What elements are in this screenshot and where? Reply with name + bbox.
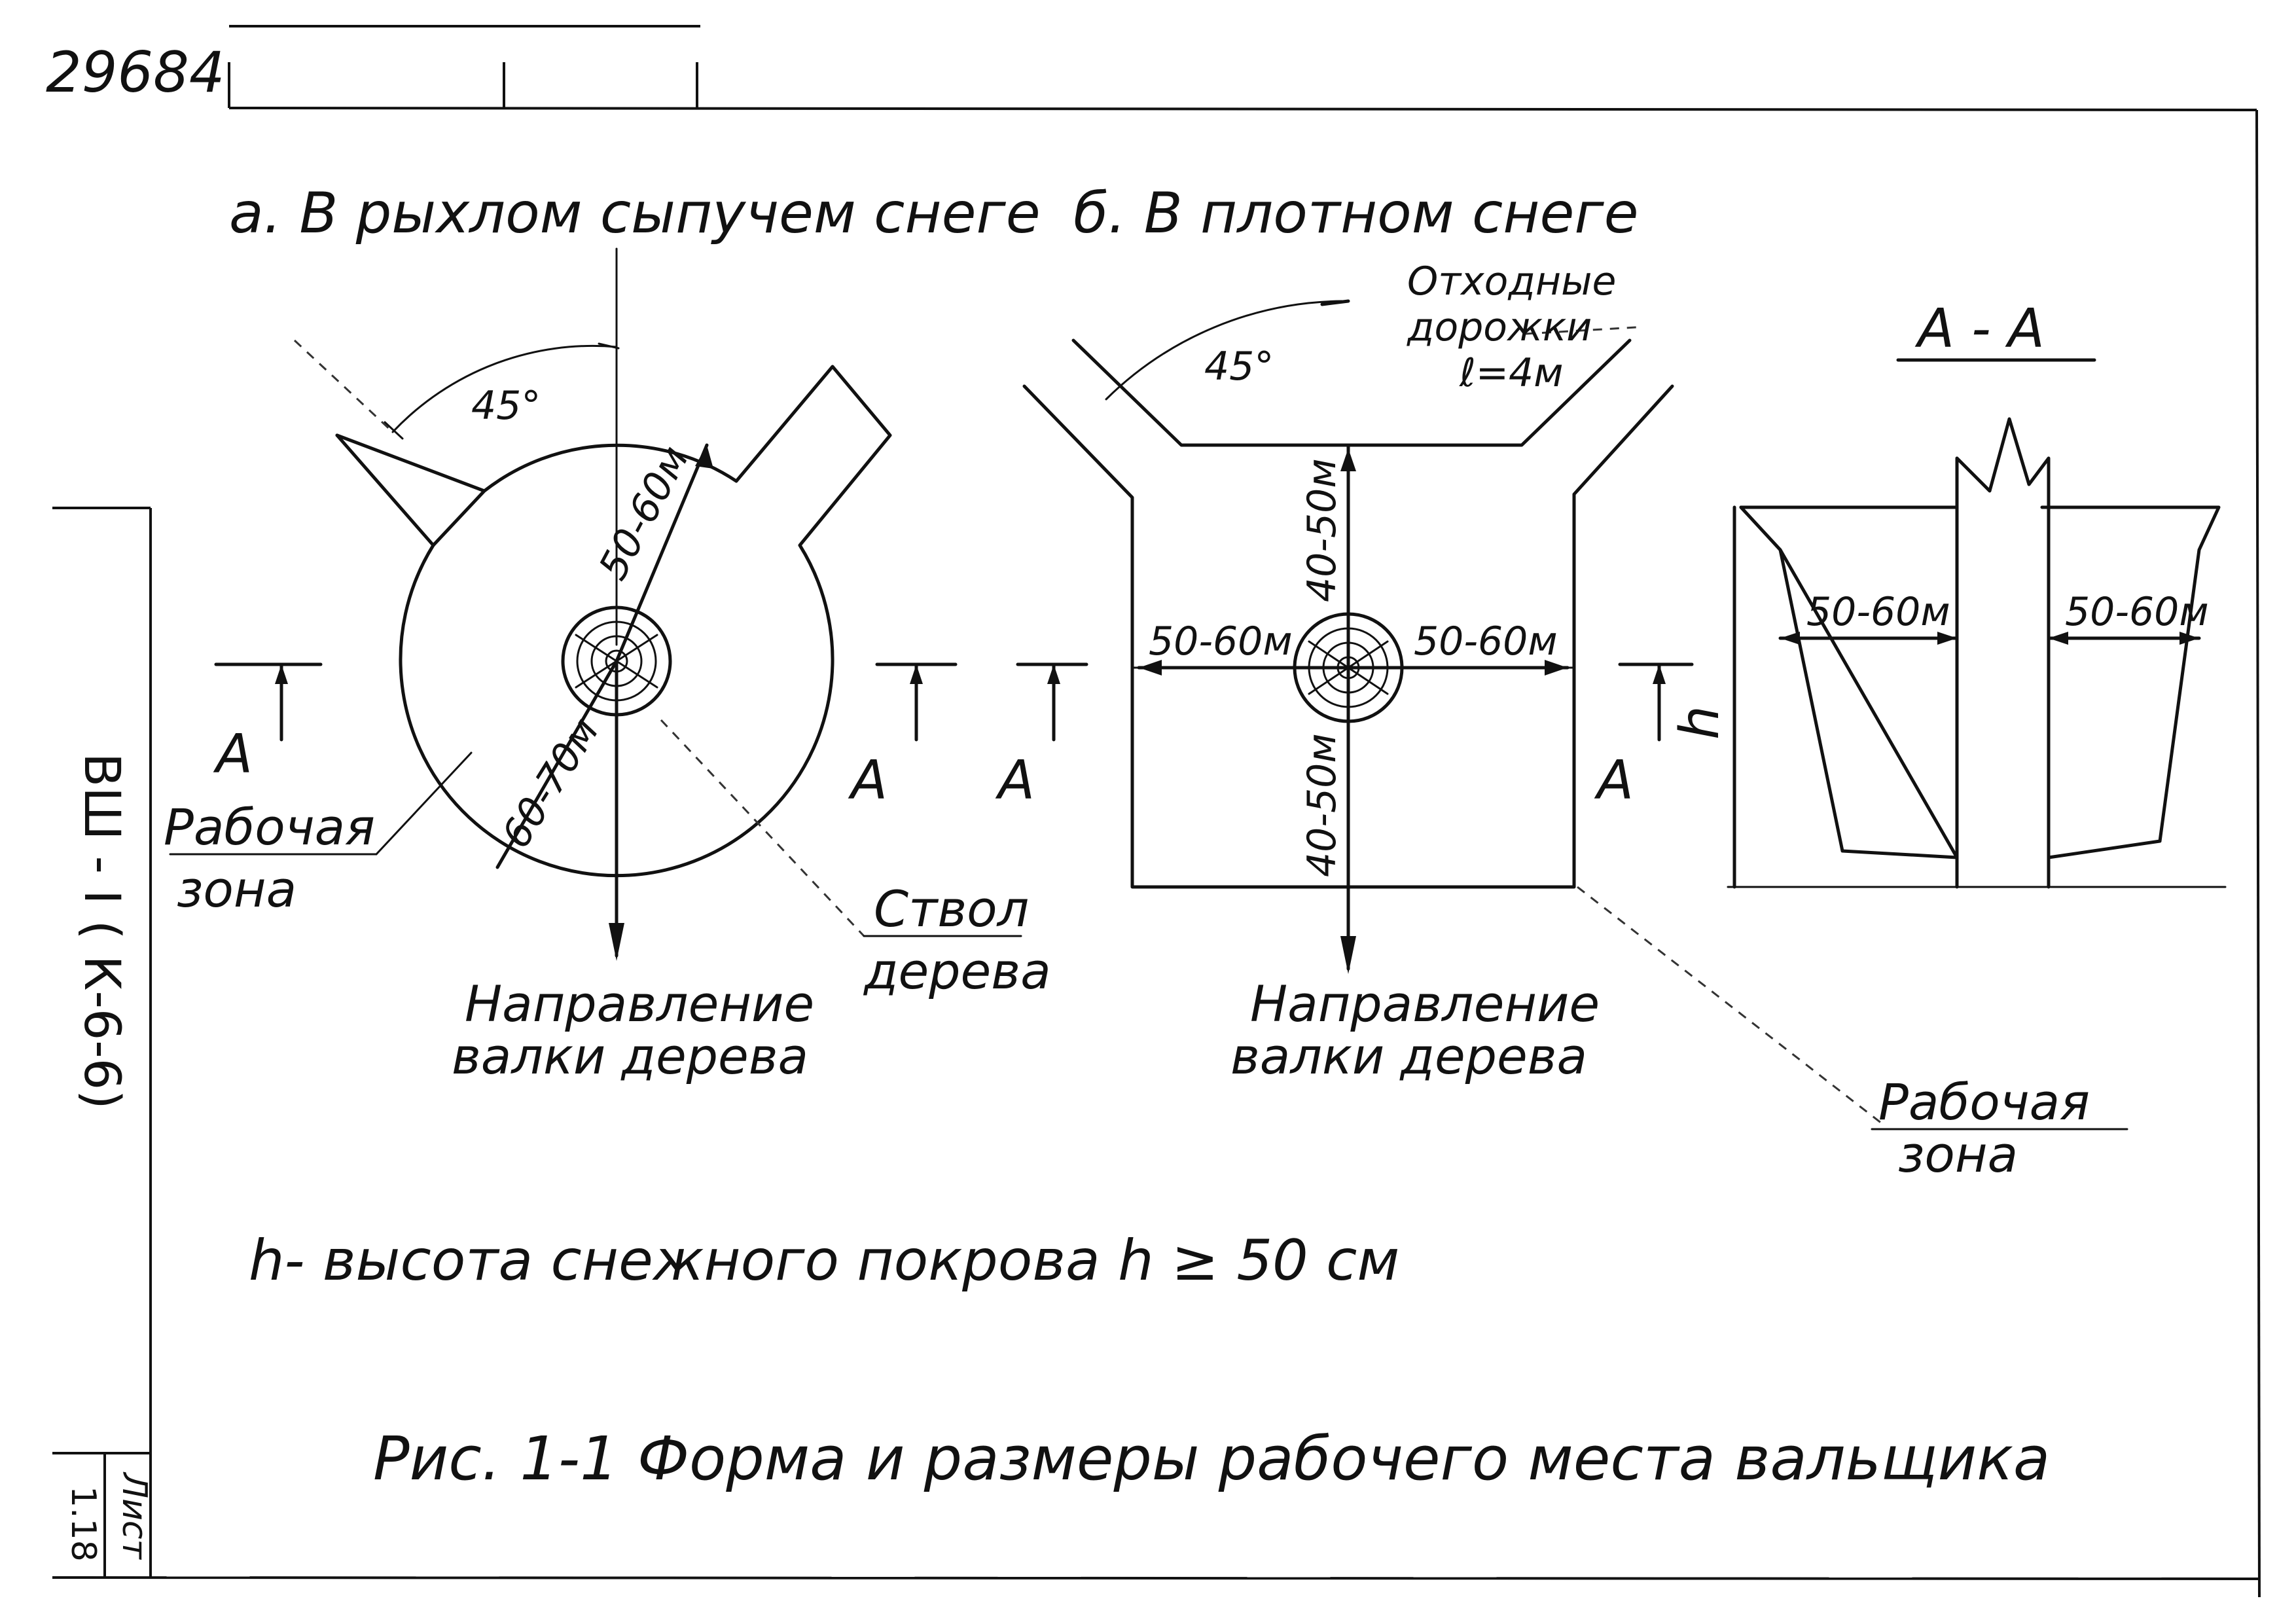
section-aa-trunk-icon <box>1955 417 2051 889</box>
panel-a-trunk-line2: дерева <box>863 942 1051 1000</box>
panel-a-trunk-line1: Ствол <box>874 880 1029 938</box>
panel-a-left-path-end <box>335 433 435 547</box>
panel-b-dim-up: 40-50м <box>1299 458 1345 602</box>
panel-b-paths-line1: Отходные <box>1407 259 1616 304</box>
panel-b-dim-right: 50-60м <box>1414 619 1558 664</box>
panel-b-angle: 45° <box>1204 344 1274 389</box>
panel-b-work-zone-outline <box>1022 384 1674 889</box>
sheet-frame <box>52 25 2261 1598</box>
snow-note: h- высота снежного покрова h ≥ 50 см <box>249 1228 1399 1293</box>
panel-b-section-left: А <box>995 749 1035 812</box>
panel-a-section-right: А <box>848 749 888 812</box>
panel-b: б. В плотном снеге 45° Отходные дорожки … <box>995 181 2128 1183</box>
panel-b-title: б. В плотном снеге <box>1073 181 1639 246</box>
panel-a-work-zone-line2: зона <box>177 860 296 918</box>
panel-b-paths-line3: ℓ=4м <box>1459 350 1564 396</box>
panel-a-radius-upper-label: 50-60м <box>590 439 698 587</box>
panel-a-work-zone-outline <box>335 365 892 878</box>
doc-number: 29684 <box>46 40 225 105</box>
panel-a-direction-line1: Направление <box>465 975 814 1033</box>
panel-a-title: а. В рыхлом сыпучем снеге <box>229 181 1041 246</box>
panel-b-paths-line2: дорожки <box>1407 304 1592 350</box>
section-aa-height: h <box>1669 706 1731 740</box>
panel-b-work-zone-line2: зона <box>1898 1125 2018 1183</box>
panel-a-direction-line2: валки дерева <box>452 1027 808 1085</box>
section-aa-dim-right: 50-60м <box>2065 589 2209 635</box>
section-aa-title: А - А <box>1914 298 2045 360</box>
section-aa-pit <box>1739 505 2221 859</box>
panel-b-escape-paths <box>1071 338 1632 447</box>
panel-a: а. В рыхлом сыпучем снеге 45° 50-60м 60-… <box>164 181 1051 1085</box>
panel-a-angle: 45° <box>471 383 541 429</box>
panel-b-work-zone-line1: Рабочая <box>1878 1073 2090 1131</box>
panel-a-radius-upper <box>615 443 709 663</box>
panel-a-radius-lower <box>495 659 619 869</box>
side-stamp: ВШ - I ( К-6-6) <box>73 753 132 1110</box>
panel-b-work-zone-leader <box>1577 886 1886 1127</box>
panel-a-radius-lower-label: 60-70м <box>493 710 608 856</box>
panel-b-angle-arc <box>1105 300 1343 401</box>
panel-a-work-zone-line1: Рабочая <box>164 798 375 856</box>
sheet-label: Лист <box>115 1471 154 1560</box>
panel-b-dim-down: 40-50м <box>1299 733 1345 877</box>
sheet-number: 1.18 <box>63 1486 103 1562</box>
panel-a-section-left: А <box>213 723 253 785</box>
panel-b-dim-left: 50-60м <box>1149 619 1293 664</box>
section-aa-dim-left: 50-60м <box>1806 589 1950 635</box>
panel-b-section-right: А <box>1594 749 1634 812</box>
panel-b-direction-line1: Направление <box>1250 975 1600 1033</box>
section-aa: А - А 50-60м 50-60м h <box>1669 298 2227 889</box>
figure-caption: Рис. 1-1 Форма и размеры рабочего места … <box>373 1424 2050 1494</box>
panel-a-angle-arc <box>391 344 618 433</box>
panel-b-direction-line2: валки дерева <box>1230 1027 1587 1085</box>
